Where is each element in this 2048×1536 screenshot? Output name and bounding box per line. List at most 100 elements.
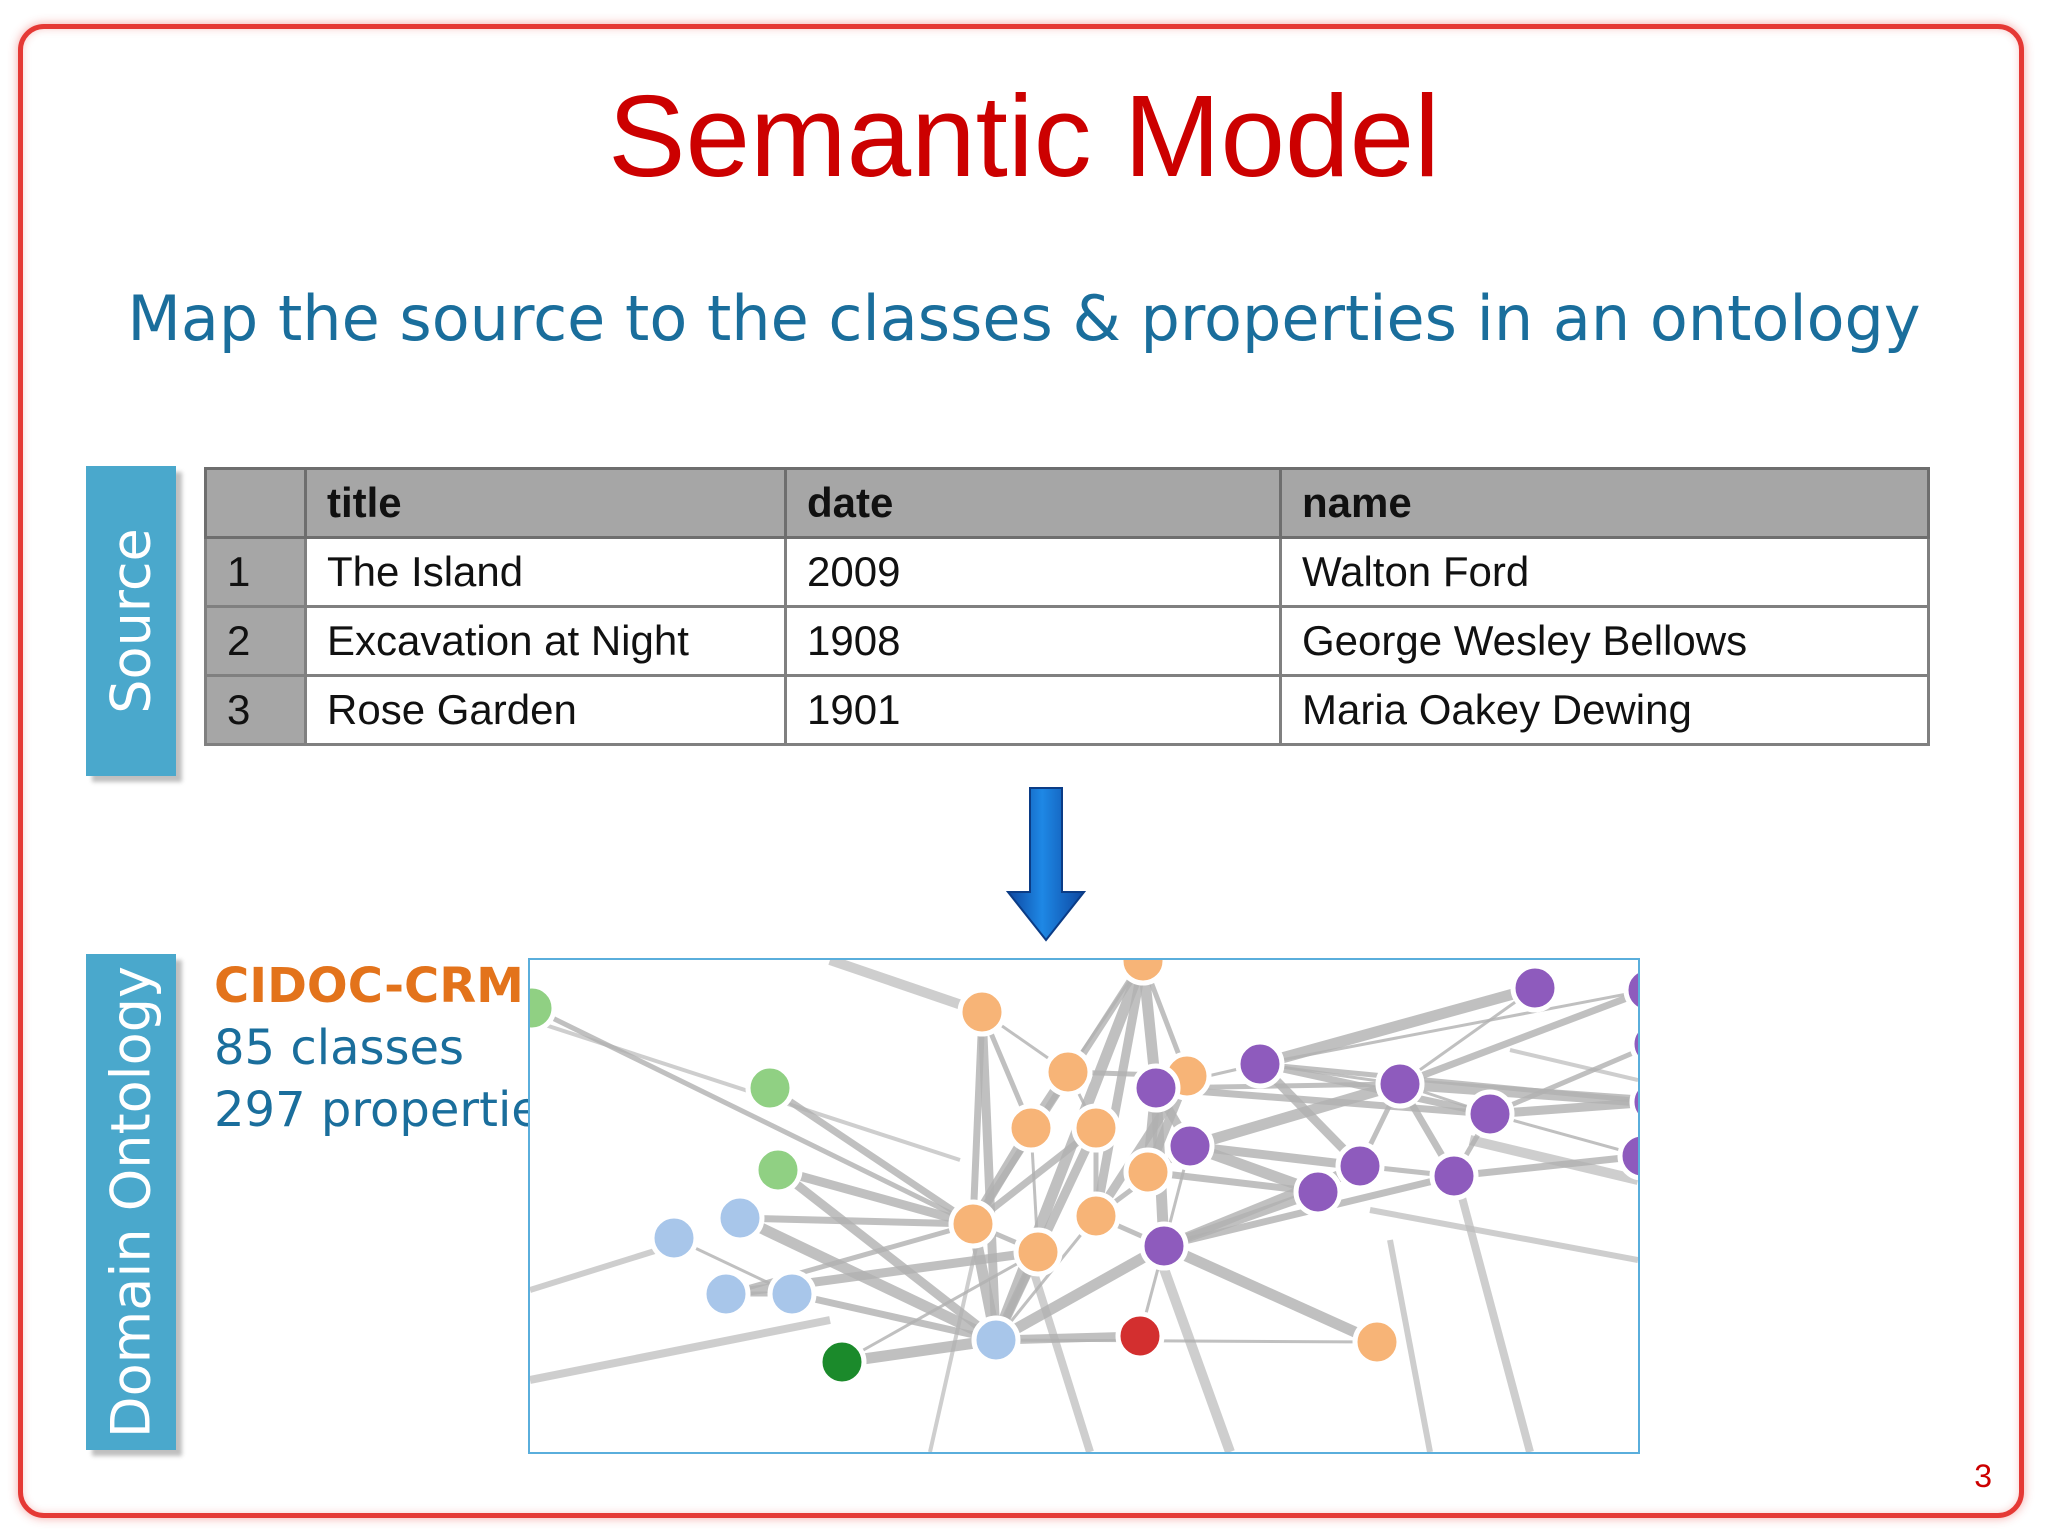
page-number: 3 (1974, 1458, 1992, 1494)
graph-edge (841, 1250, 1039, 1364)
cell-date: 1908 (784, 605, 1282, 677)
cell-title: Excavation at Night (304, 605, 787, 677)
graph-edge (1026, 1258, 1094, 1452)
graph-node (957, 987, 1007, 1037)
graph-edge (1489, 1048, 1638, 1117)
table-header-date: date (784, 467, 1282, 539)
graph-node (1375, 1059, 1425, 1109)
table-header-title: title (304, 467, 787, 539)
cell-name: Walton Ford (1279, 536, 1930, 608)
graph-node (1115, 1311, 1165, 1361)
graph-node (1623, 967, 1638, 1013)
graph-node (1235, 1039, 1285, 1089)
graph-edge (1489, 1098, 1638, 1119)
graph-node (1118, 960, 1168, 986)
graph-edge (994, 1215, 1098, 1341)
graph-edge (530, 1005, 975, 1227)
ontology-graph (528, 958, 1640, 1454)
graph-nodes (530, 960, 1638, 1387)
graph-node (1629, 1025, 1638, 1063)
graph-node (1006, 1103, 1056, 1153)
graph-edge (1509, 1048, 1638, 1082)
graph-edge (970, 1125, 1099, 1227)
graph-node (971, 1315, 1021, 1365)
graph-edge (1259, 990, 1638, 1066)
domain-ontology-tab-label: Domain Ontology (99, 966, 163, 1438)
cell-name: George Wesley Bellows (1279, 605, 1930, 677)
source-table: title date name 1 The Island 2009 Walton… (204, 467, 1930, 746)
row-index: 1 (204, 536, 307, 608)
graph-node (1629, 1083, 1638, 1121)
graph-node (1465, 1089, 1515, 1139)
graph-node (1043, 1047, 1093, 1097)
graph-edge (1147, 1168, 1319, 1196)
ontology-classes: 85 classes (214, 1020, 465, 1076)
graph-edge (841, 1334, 997, 1368)
graph-edge (1369, 1207, 1638, 1263)
slide-subtitle: Map the source to the classes & properti… (127, 282, 1921, 355)
graph-node (1123, 1147, 1173, 1197)
ontology-properties: 297 properties (214, 1082, 566, 1138)
graph-node (767, 1269, 817, 1319)
cell-title: Rose Garden (304, 674, 787, 746)
graph-node (1510, 963, 1560, 1013)
graph-edges (530, 960, 1638, 1452)
graph-edge (1468, 1135, 1638, 1185)
graph-node (948, 1199, 998, 1249)
graph-edge (739, 1214, 974, 1228)
graph-node (1165, 1121, 1215, 1171)
graph-edge (776, 1165, 975, 1229)
graph-edge (1258, 982, 1537, 1070)
graph-edge (791, 1290, 997, 1344)
graph-edge (1453, 1152, 1638, 1180)
row-index: 3 (204, 674, 307, 746)
graph-edge (993, 1241, 1167, 1345)
graph-edge (1387, 1239, 1433, 1452)
graph-edge (775, 1166, 999, 1344)
graph-node (1139, 1221, 1189, 1271)
graph-edge (1189, 1141, 1361, 1171)
cell-title: The Island (304, 536, 787, 608)
graph-node (1617, 1131, 1638, 1181)
graph-edge (1161, 1240, 1380, 1348)
slide-title: Semantic Model (608, 71, 1440, 201)
table-header-index (204, 467, 307, 539)
table-row: 2 Excavation at Night 1908 George Wesley… (204, 605, 1930, 677)
table-row: 1 The Island 2009 Walton Ford (204, 536, 1930, 608)
graph-edge (1188, 1078, 1402, 1152)
graph-edge (995, 1338, 1378, 1344)
domain-ontology-tab: Domain Ontology (86, 954, 176, 1450)
graph-edge (1091, 960, 1148, 1217)
graph-node (817, 1337, 867, 1387)
graph-node (715, 1193, 765, 1243)
ontology-graph-canvas (530, 960, 1638, 1452)
graph-node (701, 1269, 751, 1319)
graph-node (1293, 1167, 1343, 1217)
graph-edge (1399, 1078, 1638, 1107)
graph-node (1429, 1151, 1479, 1201)
graph-edge (828, 960, 984, 1017)
graph-node (1071, 1103, 1121, 1153)
graph-edge (725, 1221, 974, 1297)
graph-edge (768, 1085, 975, 1227)
graph-edge (530, 1316, 831, 1384)
graph-edge (1456, 1188, 1534, 1452)
ontology-name: CIDOC-CRM (214, 958, 524, 1014)
down-arrow-icon (1006, 787, 1086, 942)
source-tab: Source (86, 466, 176, 776)
graph-node (1352, 1317, 1402, 1367)
table-row: 3 Rose Garden 1901 Maria Oakey Dewing (204, 674, 1930, 746)
graph-node (753, 1145, 803, 1195)
table-header-name: name (1279, 467, 1930, 539)
graph-edge (1399, 986, 1536, 1086)
graph-node (1071, 1191, 1121, 1241)
graph-edge (977, 1011, 1001, 1341)
cell-date: 2009 (784, 536, 1282, 608)
row-index: 2 (204, 605, 307, 677)
graph-edge (1398, 990, 1638, 1088)
cell-date: 1901 (784, 674, 1282, 746)
graph-node (649, 1213, 699, 1263)
graph-node (745, 1063, 795, 1113)
graph-node (1335, 1141, 1385, 1191)
graph-edge (1489, 1112, 1638, 1157)
